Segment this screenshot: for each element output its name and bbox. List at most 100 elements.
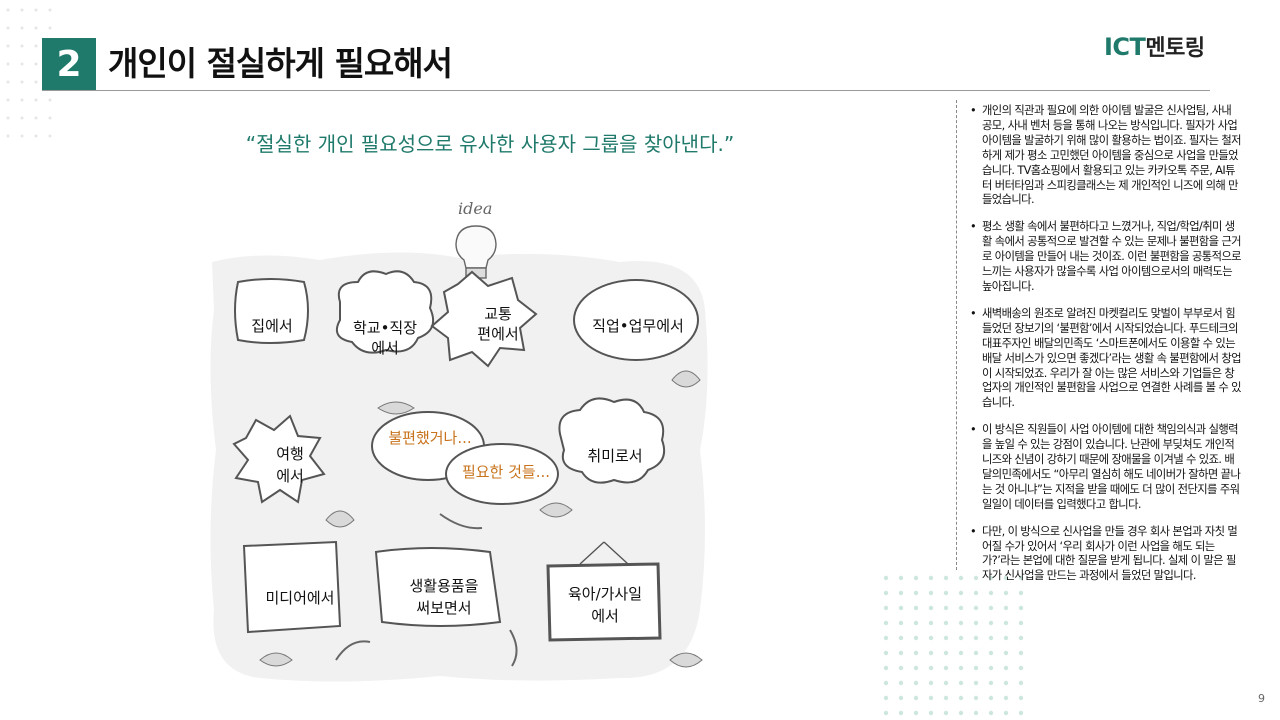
section-number: 2 xyxy=(42,38,96,90)
label-goods-line1: 생활용품을 xyxy=(409,577,479,595)
page-number: 9 xyxy=(1258,692,1265,705)
decorative-dot xyxy=(883,680,889,686)
decorative-dot xyxy=(958,650,964,656)
decorative-dot xyxy=(883,710,889,716)
decorative-dot xyxy=(943,650,949,656)
idea-doodle-illustration: idea xyxy=(200,190,720,690)
decorative-dot xyxy=(958,635,964,641)
frame-hanger-right xyxy=(603,541,629,565)
decorative-dot xyxy=(1003,650,1009,656)
decorative-dot xyxy=(928,710,934,716)
decorative-dot xyxy=(883,635,889,641)
decorative-dot xyxy=(928,695,934,701)
decorative-dot xyxy=(928,635,934,641)
label-traffic-line1: 교통 xyxy=(484,305,512,323)
decorative-dot xyxy=(913,695,919,701)
decorative-dot xyxy=(1018,650,1024,656)
decorative-dot xyxy=(883,590,889,596)
decorative-dot xyxy=(1003,710,1009,716)
label-job: 직업•업무에서 xyxy=(592,317,684,335)
arrow-doodle-3 xyxy=(439,513,483,530)
label-goods-line2: 써보면서 xyxy=(416,599,472,617)
decorative-dot xyxy=(943,620,949,626)
decorative-dot xyxy=(928,680,934,686)
decorative-dot xyxy=(1018,710,1024,716)
bullet-item-1: 개인의 직관과 필요에 의한 아이템 발굴은 신사업팀, 사내 공모, 사내 벤… xyxy=(970,104,1242,208)
decorative-dot xyxy=(1018,680,1024,686)
decorative-dot xyxy=(958,575,964,581)
arrow-doodle-2 xyxy=(509,629,518,667)
decorative-dot xyxy=(1003,590,1009,596)
bullet-item-4: 이 방식은 직원들이 사업 아이템에 대한 책임의식과 실행력을 높일 수 있는… xyxy=(970,423,1242,512)
quote-text: “절실한 개인 필요성으로 유사한 사용자 그룹을 찾아낸다.” xyxy=(245,132,735,156)
decorative-dot xyxy=(1003,680,1009,686)
decorative-dot xyxy=(958,710,964,716)
decorative-dot xyxy=(988,710,994,716)
decorative-dot xyxy=(928,590,934,596)
decorative-dot xyxy=(1003,635,1009,641)
decorative-dot xyxy=(1018,605,1024,611)
decorative-dot xyxy=(898,605,904,611)
decorative-dot xyxy=(898,635,904,641)
decorative-dot xyxy=(943,590,949,596)
idea-label: idea xyxy=(458,199,492,218)
decorative-dot xyxy=(883,650,889,656)
label-school-work-line2: 에서 xyxy=(371,339,399,357)
decorative-dot xyxy=(1018,635,1024,641)
goods-scroll xyxy=(374,547,502,627)
decorative-dot xyxy=(883,665,889,671)
decorative-dot xyxy=(913,635,919,641)
decorative-dot xyxy=(988,605,994,611)
vertical-divider xyxy=(956,100,958,570)
decorative-dot xyxy=(913,650,919,656)
decorative-dot xyxy=(928,575,934,581)
decorative-dot xyxy=(988,665,994,671)
decorative-dot xyxy=(1003,695,1009,701)
decorative-dot xyxy=(913,605,919,611)
decorative-dot xyxy=(898,695,904,701)
logo-mentoring-text: 멘토링 xyxy=(1145,36,1205,61)
decorative-dot xyxy=(883,575,889,581)
decorative-dot xyxy=(898,650,904,656)
decorative-dot xyxy=(973,665,979,671)
decorative-dot xyxy=(913,665,919,671)
decorative-dot xyxy=(898,620,904,626)
leaf-decorations xyxy=(259,370,703,668)
decorative-dot xyxy=(1018,620,1024,626)
decorative-dot xyxy=(1018,665,1024,671)
label-hobby: 취미로서 xyxy=(587,447,643,465)
decorative-dot xyxy=(898,710,904,716)
decorative-dot xyxy=(988,620,994,626)
frame-hanger-left xyxy=(579,541,605,565)
travel-burst xyxy=(232,414,326,504)
label-school-work-line1: 학교•직장 xyxy=(352,319,418,337)
decorative-dot xyxy=(898,680,904,686)
decorative-dot xyxy=(958,680,964,686)
decorative-dot xyxy=(1003,665,1009,671)
decorative-dot xyxy=(883,620,889,626)
childcare-frame xyxy=(546,562,662,642)
decorative-dot xyxy=(883,695,889,701)
decorative-dot xyxy=(898,575,904,581)
hobby-cloud xyxy=(558,397,666,484)
label-childcare-line1: 육아/가사일 xyxy=(567,585,643,603)
home-frame xyxy=(234,278,309,344)
decorative-dot xyxy=(973,695,979,701)
decorative-dot xyxy=(928,620,934,626)
decorative-dot xyxy=(943,695,949,701)
decorative-dot xyxy=(988,650,994,656)
job-oval xyxy=(573,279,699,361)
decorative-dot xyxy=(988,680,994,686)
decorative-dot xyxy=(943,665,949,671)
decorative-dot xyxy=(1003,620,1009,626)
logo-ict-text: ICT xyxy=(1104,33,1146,61)
decorative-dot xyxy=(958,665,964,671)
decorative-dot xyxy=(913,680,919,686)
decorative-dot xyxy=(898,590,904,596)
decorative-dot xyxy=(973,710,979,716)
bullet-item-2: 평소 생활 속에서 불편하다고 느꼈거나, 직업/학업/취미 생활 속에서 공통… xyxy=(970,220,1242,295)
label-traffic-line2: 편에서 xyxy=(477,325,519,343)
decorative-dot xyxy=(988,635,994,641)
decorative-dot xyxy=(958,620,964,626)
decorative-dot xyxy=(883,605,889,611)
